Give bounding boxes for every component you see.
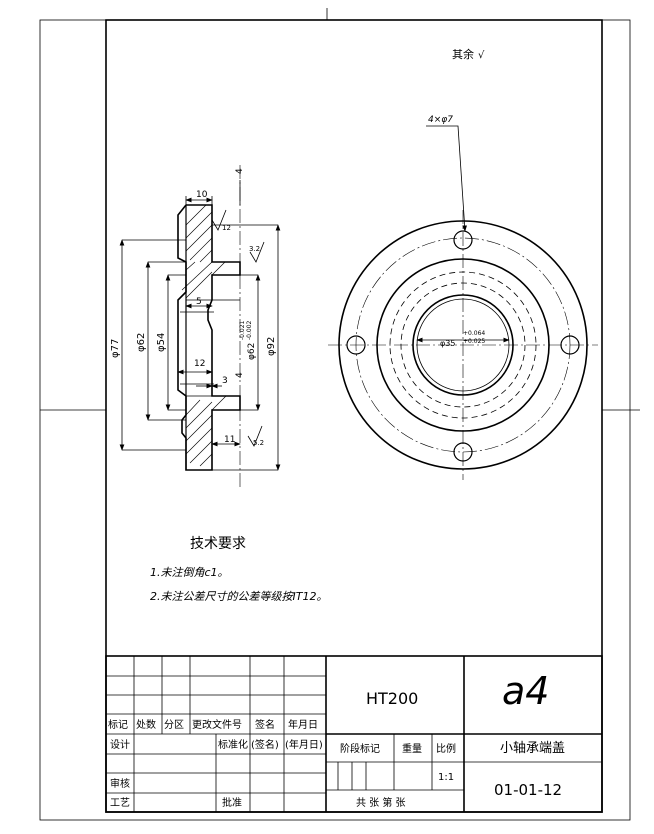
tech-title: 技术要求 (190, 536, 246, 552)
tb-check: 审核 (110, 777, 130, 790)
dim-11: 11 (224, 435, 235, 445)
tb-count: 处数 (136, 718, 156, 731)
circle-48-hidden (400, 282, 526, 408)
dim-62: φ62 (136, 333, 147, 352)
bolt-circle (355, 237, 571, 453)
tb-material: HT200 (366, 689, 418, 708)
tb-sheets: 共 张 第 张 (356, 796, 406, 809)
tb-size: a4 (502, 669, 549, 713)
holes-leader (426, 125, 468, 232)
tb-part-name: 小轴承端盖 (500, 741, 565, 756)
roughness-12 (211, 209, 227, 231)
tb-mark: 标记 (108, 719, 128, 731)
outer-circle-92 (338, 220, 588, 470)
tb-sign: 签名 (255, 718, 275, 731)
tb-stage: 阶段标记 (340, 742, 380, 755)
tb-approve: 批准 (222, 796, 242, 809)
dim-5: 5 (196, 297, 202, 307)
tb-process: 工艺 (110, 797, 130, 809)
holes-note: 4×φ7 (428, 115, 453, 125)
dim-10: 10 (196, 190, 208, 200)
dim-62tol: φ62 (247, 343, 257, 360)
hatch-top (181, 204, 226, 299)
surface-symbol: √ (478, 50, 485, 61)
flange-outline (177, 204, 241, 471)
hole-right (560, 335, 580, 355)
dim-35-lower: +0.025 (463, 338, 485, 345)
tb-weight: 重量 (402, 742, 422, 755)
ra-52: 5.2 (253, 439, 264, 447)
dim-92: φ92 (266, 337, 277, 356)
tb-scale-value: 1:1 (438, 772, 454, 783)
circle-62 (376, 258, 550, 432)
tech-item-1: 1.未注倒角c1。 (150, 566, 229, 579)
tb-part-no: 01-01-12 (494, 781, 562, 799)
bore-chamfer (416, 298, 510, 392)
dim-35: φ35 (440, 339, 455, 348)
bore-circle (412, 294, 514, 396)
dim-54: φ54 (156, 333, 167, 352)
tb-docno: 更改文件号 (192, 718, 242, 731)
dim-4-mid: 4 (235, 372, 245, 378)
tb-design: 设计 (110, 738, 130, 751)
roughness-32 (249, 241, 265, 263)
hatch-bottom (185, 395, 227, 467)
title-block: 标记 处数 分区 更改文件号 签名 年月日 设计 标准化 (签名) (年月日) … (105, 655, 603, 813)
tb-sign2: (签名) (251, 738, 279, 751)
hole-bottom (453, 442, 473, 462)
tb-scale: 比例 (436, 742, 456, 755)
roughness-52 (247, 425, 263, 447)
ra-32: 3.2 (249, 245, 260, 253)
surface-note: 其余 (452, 47, 474, 61)
dim-12: 12 (194, 359, 205, 369)
tech-item-2: 2.未注公差尺寸的公差等级按IT12。 (150, 590, 327, 603)
circle-54-hidden (389, 271, 537, 419)
tb-date: 年月日 (288, 718, 318, 731)
section-view: φ77 φ62 φ54 φ62 -0.021 -0.002 φ92 10 5 1… (110, 165, 281, 490)
front-view: φ35 +0.064 +0.025 4×φ7 (328, 115, 598, 480)
dim-4-top: 4 (235, 168, 245, 174)
dim-62tol-upper: -0.021 (239, 320, 246, 340)
dim-3: 3 (222, 376, 228, 386)
dim-77: φ77 (110, 339, 121, 358)
tb-date2: (年月日) (285, 738, 323, 751)
dim-62tol-lower: -0.002 (246, 320, 253, 340)
ra-12: 12 (222, 224, 231, 232)
hole-left (346, 335, 366, 355)
tb-zone: 分区 (164, 719, 184, 731)
tb-standard: 标准化 (218, 738, 248, 751)
dim-35-upper: +0.064 (463, 330, 485, 337)
